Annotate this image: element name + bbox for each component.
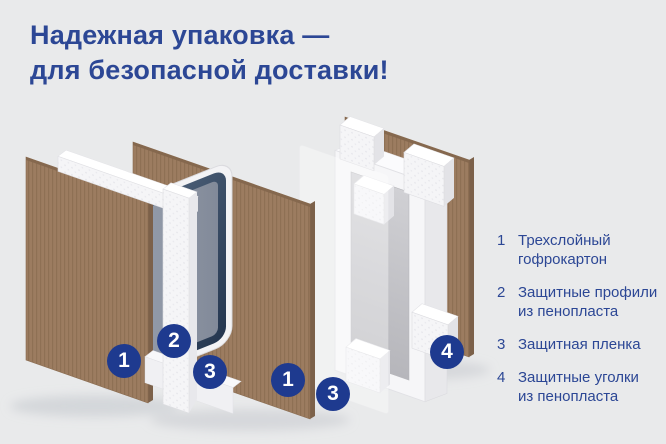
legend: 1 Трехслойный гофрокартон 2 Защитные про… <box>497 231 662 406</box>
legend-item-number: 4 <box>497 369 506 386</box>
legend-item-number: 1 <box>497 232 506 249</box>
page-title-line1: Надежная упаковка — <box>30 20 330 50</box>
foam-corner-block <box>403 143 455 207</box>
legend-item-text: Защитные уголки из пенопласта <box>518 369 639 405</box>
page-title-line2: для безопасной доставки! <box>30 55 389 85</box>
foam-corner-block <box>345 338 391 394</box>
legend-item-text: Трехслойный гофрокартон <box>518 232 611 268</box>
foam-profile-vertical <box>162 182 198 414</box>
legend-item: 4 Защитные уголки из пенопласта <box>497 368 662 406</box>
legend-item-number: 2 <box>497 284 506 301</box>
legend-item: 1 Трехслойный гофрокартон <box>497 231 662 269</box>
legend-item-number: 3 <box>497 336 506 353</box>
page-title: Надежная упаковка — для безопасной доста… <box>30 18 389 88</box>
foam-corner-block <box>339 116 385 172</box>
legend-item: 2 Защитные профили из пенопласта <box>497 283 662 321</box>
legend-item: 3 Защитная пленка <box>497 335 662 354</box>
legend-item-text: Защитные профили из пенопласта <box>518 284 658 320</box>
foam-corner-block <box>353 175 395 225</box>
legend-item-text: Защитная пленка <box>518 336 641 353</box>
